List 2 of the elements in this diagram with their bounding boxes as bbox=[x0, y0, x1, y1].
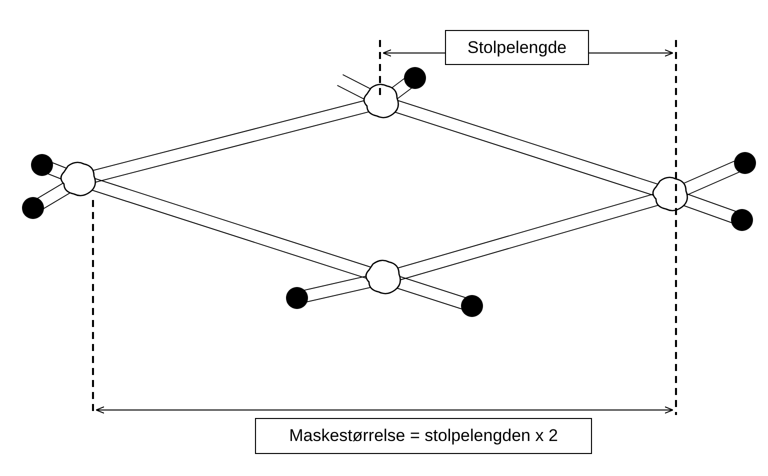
dimension-label: Maskestørrelse = stolpelengden x 2 bbox=[255, 418, 592, 454]
dimension-label: Stolpelengde bbox=[445, 30, 589, 65]
